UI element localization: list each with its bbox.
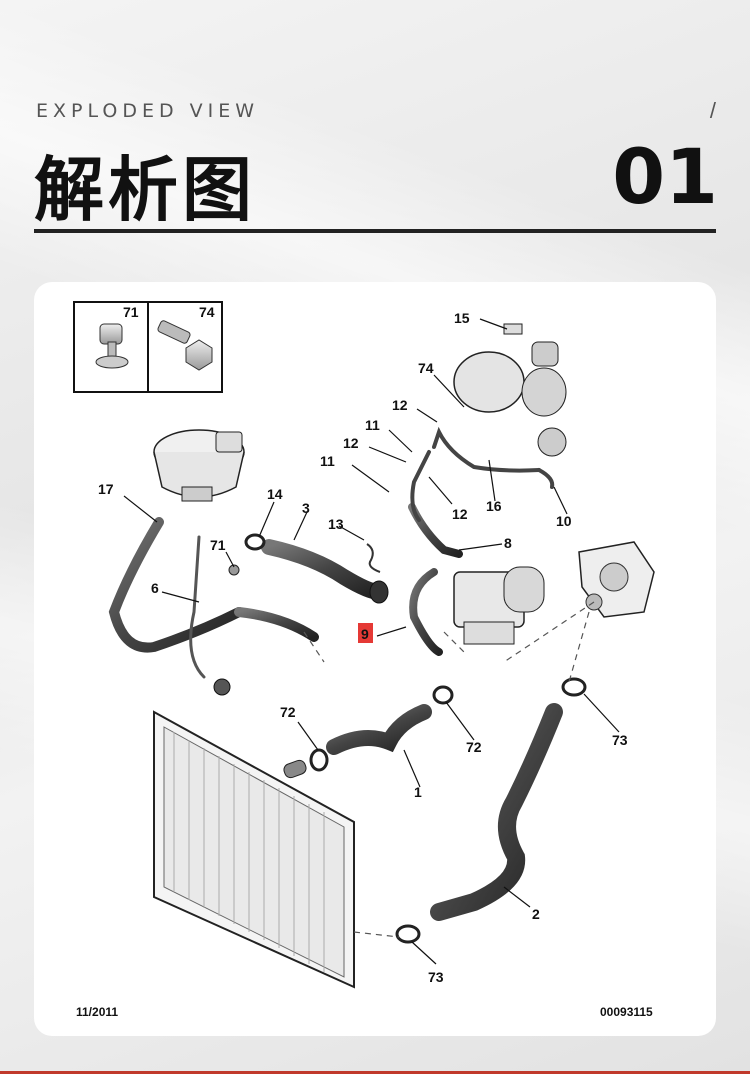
reference-code: 00093115: [600, 1005, 653, 1019]
callout-9: 9: [361, 626, 369, 642]
callout-2: 2: [532, 906, 540, 922]
radiator: [153, 678, 355, 989]
hose-9: [409, 568, 443, 656]
callout-11-upper: 11: [365, 417, 380, 433]
turbocharger: [453, 323, 567, 457]
callout-14: 14: [267, 486, 283, 502]
clamp-72a: [309, 748, 329, 772]
callout-74: 74: [418, 360, 434, 376]
header-slash: /: [709, 98, 716, 123]
callout-13: 13: [328, 516, 344, 532]
clamp-73a: [561, 677, 587, 697]
callout-3: 3: [302, 500, 310, 516]
callout-10: 10: [556, 513, 572, 529]
callout-12-bottom: 12: [452, 506, 468, 522]
callout-11-lower: 11: [320, 453, 335, 469]
hose-2: [430, 703, 563, 921]
callout-73-lower: 73: [428, 969, 444, 985]
bolt-71: [228, 564, 240, 576]
callout-71: 71: [210, 537, 226, 553]
callout-73-upper: 73: [612, 732, 628, 748]
expansion-tank: [153, 429, 245, 502]
header-subtitle: EXPLODED VIEW: [36, 100, 260, 122]
clamp-72b: [432, 685, 454, 705]
section-number: 01: [612, 132, 718, 221]
callout-1: 1: [414, 784, 422, 800]
callout-12-mid: 12: [343, 435, 359, 451]
hose-1: [326, 704, 432, 755]
callout-15: 15: [454, 310, 470, 326]
routing-lines: [303, 601, 595, 938]
callout-17: 17: [98, 481, 114, 497]
clamp-73b: [395, 924, 421, 944]
exploded-diagram: 71 74: [73, 301, 655, 1019]
footer-accent-line: [0, 1071, 750, 1074]
bolt-icon: [157, 320, 213, 371]
thermostat-housing: [578, 541, 655, 618]
page-title: 解析图: [34, 149, 256, 231]
bracket-13: [366, 543, 381, 573]
date-code: 11/2011: [76, 1005, 118, 1019]
callout-8: 8: [504, 535, 512, 551]
header-divider: [34, 229, 716, 233]
callout-6: 6: [151, 580, 159, 596]
bracket-15: [503, 323, 523, 335]
fastener-inset: 71 74: [73, 301, 223, 393]
callout-9-highlight: [358, 623, 373, 643]
hose-6-17: [108, 517, 319, 679]
inset-label-74: 74: [199, 304, 215, 320]
callout-16: 16: [486, 498, 502, 514]
diagram-panel: 71 74: [34, 282, 716, 1036]
seal-14: [244, 533, 266, 551]
hose-3: [261, 539, 389, 604]
egr-cooler-assembly: [453, 566, 545, 645]
callout-72-left: 72: [280, 704, 296, 720]
pipe-10-16: [410, 426, 555, 522]
callout-72-right: 72: [466, 739, 482, 755]
leader-lines: [123, 318, 620, 965]
clip-fastener-icon: [95, 323, 129, 369]
callout-12-top: 12: [392, 397, 408, 413]
inset-label-71: 71: [123, 304, 139, 320]
